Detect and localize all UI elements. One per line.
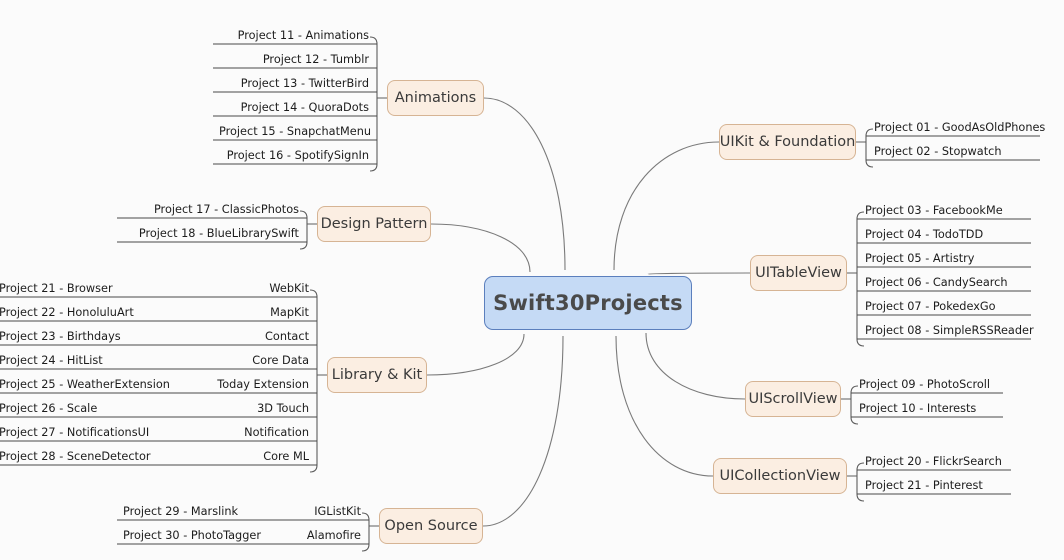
leaf-node[interactable]: Project 25 - WeatherExtension Today Exten… — [0, 378, 309, 392]
leaf-project-label: Project 13 - TwitterBird — [240, 77, 369, 90]
leaf-node[interactable]: Project 07 - PokedexGo — [865, 300, 1025, 314]
leaf-project-label: Project 25 - WeatherExtension — [0, 378, 170, 391]
leaf-project-label: Project 22 - HonoluluArt — [0, 306, 134, 319]
leaf-framework-label: 3D Touch — [257, 402, 309, 415]
root-label: Swift30Projects — [493, 291, 683, 315]
branch-node-uitableview[interactable]: UITableView — [750, 255, 847, 291]
leaf-project-label: Project 23 - Birthdays — [0, 330, 121, 343]
leaf-node[interactable]: Project 05 - Artistry — [865, 252, 1025, 266]
leaf-project-label: Project 29 - Marslink — [123, 505, 239, 518]
branch-node-design-pattern[interactable]: Design Pattern — [317, 206, 431, 242]
leaf-project-label: Project 10 - Interests — [859, 402, 977, 415]
branch-label: Animations — [394, 90, 477, 106]
leaf-project-label: Project 21 - Browser — [0, 282, 113, 295]
leaf-node[interactable]: Project 29 - Marslink IGListKit — [123, 505, 361, 519]
leaf-project-label: Project 11 - Animations — [237, 29, 369, 42]
leaf-node[interactable]: Project 21 - Pinterest — [865, 479, 1005, 493]
root-node[interactable]: Swift30Projects — [484, 276, 692, 330]
leaf-project-label: Project 14 - QuoraDots — [240, 101, 369, 114]
leaf-node[interactable]: Project 15 - SnapchatMenu — [219, 125, 372, 139]
branch-label: UITableView — [755, 265, 842, 281]
leaf-framework-label: Alamofire — [306, 529, 361, 542]
leaf-project-label: Project 06 - CandySearch — [865, 276, 1008, 289]
branch-label: Open Source — [384, 518, 478, 534]
leaf-project-label: Project 03 - FacebookMe — [865, 204, 1003, 217]
leaf-project-label: Project 04 - TodoTDD — [865, 228, 984, 241]
leaf-node[interactable]: Project 03 - FacebookMe — [865, 204, 1025, 218]
leaf-node[interactable]: Project 27 - NotificationsUI Notification — [0, 426, 309, 440]
branch-label: UIKit & Foundation — [719, 134, 856, 150]
leaf-project-label: Project 05 - Artistry — [865, 252, 975, 265]
leaf-project-label: Project 28 - SceneDetector — [0, 450, 151, 463]
leaf-node[interactable]: Project 30 - PhotoTagger Alamofire — [123, 529, 361, 543]
leaf-node[interactable]: Project 22 - HonoluluArt MapKit — [0, 306, 309, 320]
leaf-node[interactable]: Project 02 - Stopwatch — [874, 145, 1034, 159]
leaf-framework-label: Core ML — [263, 450, 309, 463]
leaf-project-label: Project 16 - SpotifySignIn — [226, 149, 369, 162]
leaf-project-label: Project 24 - HitList — [0, 354, 103, 367]
leaf-node[interactable]: Project 06 - CandySearch — [865, 276, 1025, 290]
leaf-framework-label: Contact — [265, 330, 309, 343]
leaf-project-label: Project 08 - SimpleRSSReader — [865, 324, 1034, 337]
leaf-project-label: Project 30 - PhotoTagger — [123, 529, 261, 542]
leaf-framework-label: Notification — [244, 426, 309, 439]
leaf-project-label: Project 21 - Pinterest — [865, 479, 983, 492]
leaf-project-label: Project 09 - PhotoScroll — [859, 378, 991, 391]
leaf-project-label: Project 15 - SnapchatMenu — [219, 125, 372, 138]
branch-label: Design Pattern — [320, 216, 428, 232]
leaf-node[interactable]: Project 17 - ClassicPhotos — [123, 203, 299, 217]
branch-node-uikit-foundation[interactable]: UIKit & Foundation — [719, 124, 856, 160]
branch-label: UICollectionView — [719, 468, 841, 484]
leaf-project-label: Project 27 - NotificationsUI — [0, 426, 150, 439]
leaf-node[interactable]: Project 01 - GoodAsOldPhones — [874, 121, 1046, 135]
leaf-node[interactable]: Project 18 - BlueLibrarySwift — [123, 227, 299, 241]
branch-label: Library & Kit — [331, 367, 423, 383]
leaf-node[interactable]: Project 12 - Tumblr — [219, 53, 369, 67]
leaf-project-label: Project 07 - PokedexGo — [865, 300, 996, 313]
leaf-project-label: Project 17 - ClassicPhotos — [153, 203, 299, 216]
branch-node-open-source[interactable]: Open Source — [379, 508, 483, 544]
leaf-project-label: Project 01 - GoodAsOldPhones — [874, 121, 1046, 134]
leaf-framework-label: Core Data — [252, 354, 309, 367]
leaf-node[interactable]: Project 20 - FlickrSearch — [865, 455, 1005, 469]
leaf-node[interactable]: Project 04 - TodoTDD — [865, 228, 1025, 242]
leaf-node[interactable]: Project 23 - Birthdays Contact — [0, 330, 309, 344]
leaf-project-label: Project 12 - Tumblr — [262, 53, 369, 66]
leaf-node[interactable]: Project 10 - Interests — [859, 402, 997, 416]
leaf-node[interactable]: Project 14 - QuoraDots — [219, 101, 369, 115]
leaf-project-label: Project 02 - Stopwatch — [874, 145, 1002, 158]
leaf-project-label: Project 26 - Scale — [0, 402, 98, 415]
leaf-framework-label: IGListKit — [314, 505, 361, 518]
leaf-node[interactable]: Project 16 - SpotifySignIn — [219, 149, 369, 163]
leaf-framework-label: Today Extension — [217, 378, 309, 391]
leaf-node[interactable]: Project 11 - Animations — [219, 29, 369, 43]
leaf-project-label: Project 18 - BlueLibrarySwift — [138, 227, 299, 240]
leaf-framework-label: WebKit — [269, 282, 309, 295]
leaf-node[interactable]: Project 21 - Browser WebKit — [0, 282, 309, 296]
leaf-node[interactable]: Project 26 - Scale 3D Touch — [0, 402, 309, 416]
leaf-framework-label: MapKit — [270, 306, 309, 319]
branch-node-uiscrollview[interactable]: UIScrollView — [745, 381, 841, 417]
branch-label: UIScrollView — [748, 391, 838, 407]
leaf-node[interactable]: Project 13 - TwitterBird — [219, 77, 369, 91]
leaf-node[interactable]: Project 08 - SimpleRSSReader — [865, 324, 1034, 338]
leaf-project-label: Project 20 - FlickrSearch — [865, 455, 1002, 468]
branch-node-library-kit[interactable]: Library & Kit — [327, 357, 427, 393]
leaf-node[interactable]: Project 09 - PhotoScroll — [859, 378, 997, 392]
branch-node-uicollectionview[interactable]: UICollectionView — [713, 458, 847, 494]
leaf-node[interactable]: Project 24 - HitList Core Data — [0, 354, 309, 368]
leaf-node[interactable]: Project 28 - SceneDetector Core ML — [0, 450, 309, 464]
branch-node-animations[interactable]: Animations — [387, 80, 484, 116]
